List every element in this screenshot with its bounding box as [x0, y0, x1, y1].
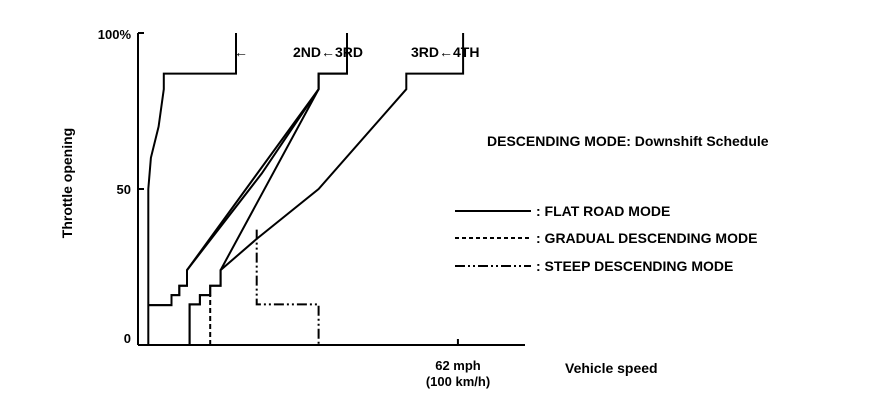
legend-label-gradual: : GRADUAL DESCENDING MODE	[536, 230, 757, 246]
shift-arrow-1st-2nd: ←	[234, 44, 248, 60]
chart-series	[147, 33, 465, 345]
legend: : FLAT ROAD MODE : GRADUAL DESCENDING MO…	[455, 203, 757, 274]
series-line-3	[148, 73, 320, 307]
shift-label-3rd-4th: 3RD←4TH	[411, 44, 479, 60]
legend-label-steep: : STEEP DESCENDING MODE	[536, 258, 733, 274]
y-tick-label-50: 50	[117, 182, 131, 197]
x-tick-label-kmh: (100 km/h)	[426, 374, 490, 389]
y-tick-label-100: 100%	[98, 27, 132, 42]
series-line-4	[188, 33, 465, 345]
chart-title: DESCENDING MODE: Downshift Schedule	[487, 133, 769, 149]
y-axis-label: Throttle opening	[59, 128, 75, 238]
series-line-0	[147, 33, 237, 345]
x-tick-label-mph: 62 mph	[435, 358, 481, 373]
chart-axes	[137, 32, 525, 346]
x-axis-label: Vehicle speed	[565, 360, 658, 376]
series-line-1	[188, 33, 348, 345]
y-tick-label-0: 0	[124, 331, 131, 346]
shift-label-2nd-3rd: 2ND←3RD	[293, 44, 363, 60]
legend-label-flat: : FLAT ROAD MODE	[536, 203, 670, 219]
series-line-6	[255, 229, 320, 345]
